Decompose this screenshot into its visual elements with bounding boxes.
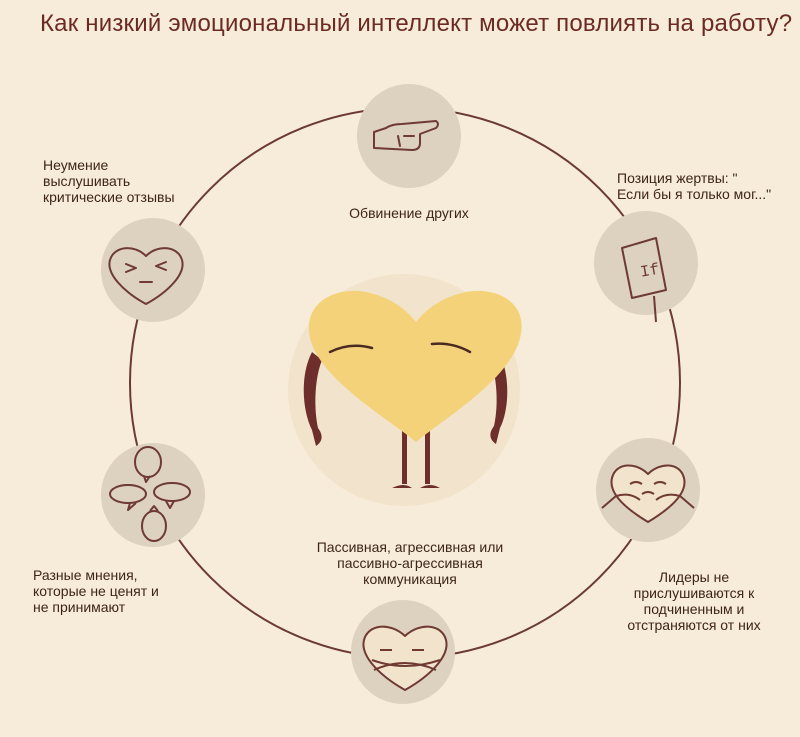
node-leaders bbox=[596, 438, 700, 542]
label-victim: Позиция жертвы: " Если бы я только мог..… bbox=[617, 170, 772, 202]
node-victim: If bbox=[594, 211, 698, 323]
squinting-heart-icon bbox=[108, 247, 184, 305]
label-opinions: Разные мнения, которые не ценят и не при… bbox=[33, 567, 159, 615]
sad-heart-character-icon bbox=[303, 290, 522, 488]
label-leaders: Лидеры не прислушиваются к подчиненным и… bbox=[627, 569, 761, 633]
label-criticism: Неумение выслушивать критические отзывы bbox=[43, 157, 175, 205]
node-criticism bbox=[101, 218, 205, 322]
if-sign-icon: If bbox=[621, 237, 667, 323]
svg-text:If: If bbox=[639, 261, 661, 282]
page-title: Как низкий эмоциональный интеллект может… bbox=[40, 10, 793, 37]
central-node bbox=[288, 274, 522, 506]
label-blame: Обвинение других bbox=[349, 205, 469, 221]
node-blame bbox=[357, 84, 461, 188]
node-opinions bbox=[101, 443, 205, 547]
node-silent bbox=[351, 600, 455, 704]
label-center: Пассивная, агрессивная или пассивно-агре… bbox=[316, 539, 504, 587]
speech-bubbles-icon bbox=[109, 446, 191, 542]
crossed-arms-heart-icon bbox=[601, 464, 695, 523]
pointing-hand-icon bbox=[373, 120, 439, 151]
silent-heart-icon bbox=[362, 625, 448, 691]
